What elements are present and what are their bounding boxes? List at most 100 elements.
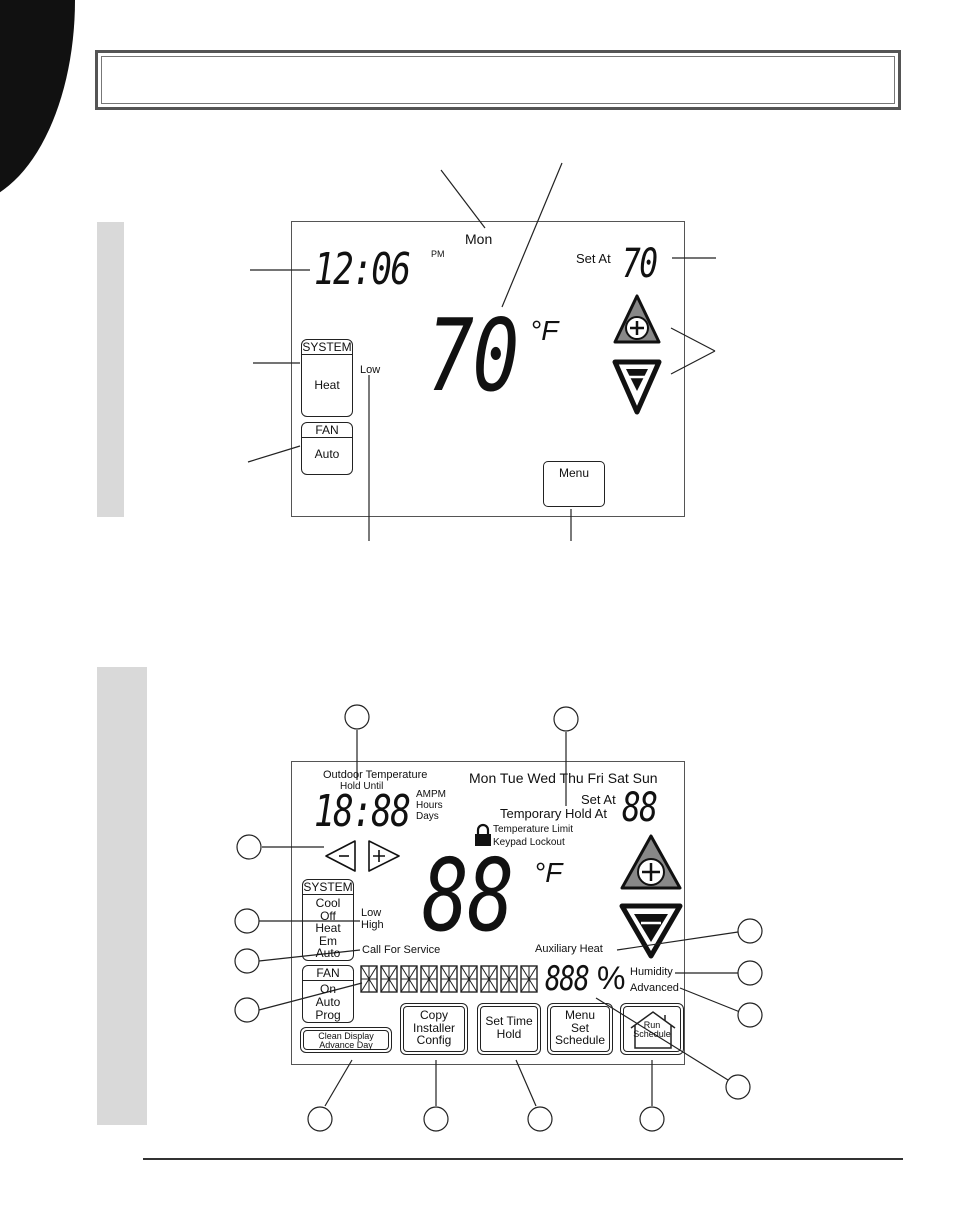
leader-fan: [247, 445, 301, 463]
title-box: [95, 50, 901, 110]
leader-clean-display: [324, 1059, 353, 1107]
advance-day-line: Advance Day: [319, 1040, 373, 1051]
menu-line: Menu: [564, 1008, 596, 1022]
set-time-hold-label: Set Time Hold: [478, 1015, 540, 1040]
callout-circle-arrows: [236, 834, 262, 860]
title-box-inner: [101, 56, 895, 104]
temporary-hold-at-label: Temporary Hold At: [500, 806, 607, 821]
ampm-indicator: AMPM: [416, 789, 446, 800]
up-down-arrows-bottom: [619, 834, 683, 959]
fan-speed-indicator: Low: [360, 364, 381, 376]
right-arrow-icon[interactable]: [368, 840, 400, 872]
plus-arrow-icon[interactable]: [620, 834, 682, 890]
callout-circle-copy: [423, 1106, 449, 1132]
leader-advanced: [679, 987, 741, 1013]
plus-arrow-icon[interactable]: [613, 294, 661, 344]
clean-display-label: Clean Display Advance Day: [301, 1031, 391, 1051]
text-display-digits: 888: [545, 959, 590, 999]
leader-day: [440, 169, 486, 229]
call-for-service-indicator: Call For Service: [362, 944, 441, 956]
installer-line: Installer: [412, 1020, 456, 1035]
fan-header: FAN: [302, 423, 352, 438]
config-line: Config: [416, 1033, 452, 1048]
menu-set-schedule-button[interactable]: Menu Set Schedule: [547, 1003, 613, 1055]
menu-set-schedule-label: Menu Set Schedule: [548, 1009, 612, 1047]
clock-display: 12:06: [314, 244, 411, 295]
system-header: SYSTEM: [303, 880, 353, 895]
leader-set-time: [515, 1059, 537, 1107]
set-at-value-all-segments: 88: [622, 785, 658, 831]
menu-label: Menu: [558, 466, 590, 480]
temperature-unit: °F: [530, 315, 559, 346]
leader-temperature: [501, 162, 563, 308]
auxiliary-heat-indicator: Auxiliary Heat: [535, 943, 603, 955]
leader-text-area: [258, 982, 363, 1011]
copy-installer-config-button[interactable]: Copy Installer Config: [400, 1003, 468, 1055]
ampm-indicator: PM: [431, 249, 445, 259]
callout-circle-humidity: [737, 960, 763, 986]
leader-percent: [595, 997, 729, 1081]
leader-call-for-service: [258, 949, 361, 962]
copy-line: Copy: [419, 1008, 448, 1022]
leader-minus: [670, 350, 716, 375]
set-at-label: Set At: [581, 792, 616, 807]
set-at-value: 70: [622, 241, 658, 287]
footer-rule: [143, 1158, 903, 1160]
up-down-arrows-top: [612, 294, 662, 415]
clock-display-all-segments: 18:88: [314, 786, 411, 837]
gray-strip-bottom: [97, 667, 147, 1125]
callout-circle-auxiliary-heat: [737, 918, 763, 944]
clean-display-button[interactable]: Clean Display Advance Day: [300, 1027, 392, 1053]
current-temperature: 70: [427, 297, 519, 414]
temperature-limit-label: Temperature Limit: [493, 824, 574, 835]
current-temperature-all-segments: 88: [422, 837, 514, 954]
schedule-line: Schedule: [554, 1033, 606, 1048]
percent-sign: %: [597, 960, 626, 996]
system-option-cool: Cool: [315, 896, 341, 910]
copy-installer-config-label: Copy Installer Config: [401, 1009, 467, 1047]
set-line: Set: [570, 1020, 589, 1035]
system-option-off: Off: [320, 908, 336, 923]
set-at-label: Set At: [576, 251, 611, 266]
fan-button[interactable]: FAN On Auto Prog: [302, 965, 354, 1023]
run-line: Run: [643, 1020, 661, 1030]
humidity-indicator: Humidity: [630, 966, 673, 978]
system-option-em: Em: [319, 933, 337, 948]
outdoor-temperature-label: Outdoor Temperature: [323, 769, 428, 781]
lock-icon: [475, 823, 491, 846]
callout-circle-text-area: [234, 997, 260, 1023]
days-indicator: Days: [416, 811, 439, 822]
minus-arrow-icon[interactable]: [612, 359, 662, 415]
set-time-hold-button[interactable]: Set Time Hold: [477, 1003, 541, 1055]
callout-circle-call-for-service: [234, 948, 260, 974]
callout-circle-set-time: [527, 1106, 553, 1132]
schedule-line: Schedule: [633, 1029, 671, 1040]
system-button[interactable]: SYSTEM Cool Off Heat Em Auto: [302, 879, 354, 961]
left-arrow-icon[interactable]: [325, 840, 356, 872]
fan-header: FAN: [303, 966, 353, 981]
thermostat-screen-bottom: Outdoor Temperature Hold Until Mon Tue W…: [291, 761, 685, 1065]
leader-plus: [670, 327, 716, 352]
fan-option-on: On: [319, 982, 336, 996]
hold-until-label: Hold Until: [340, 781, 384, 792]
advanced-indicator: Advanced: [630, 982, 679, 994]
fan-button[interactable]: FAN Auto: [301, 422, 353, 475]
system-option-auto: Auto: [315, 946, 341, 960]
system-header: SYSTEM: [302, 340, 352, 355]
hours-indicator: Hours: [416, 800, 443, 811]
fan-option-prog: Prog: [315, 1008, 341, 1022]
minus-arrow-icon[interactable]: [619, 903, 683, 959]
gray-strip-top: [97, 222, 124, 517]
menu-button[interactable]: Menu: [543, 461, 605, 507]
days-of-week: Mon Tue Wed Thu Fri Sat Sun: [469, 770, 658, 786]
day-indicator: Mon: [465, 231, 493, 247]
hold-line: Hold: [496, 1026, 522, 1041]
callout-circle-outdoor: [344, 704, 370, 730]
set-time-line: Set Time: [485, 1014, 533, 1028]
run-schedule-label: Run Schedule: [621, 1020, 683, 1040]
fan-value: Auto: [314, 447, 340, 461]
leader-auxiliary-heat: [616, 931, 739, 951]
fan-option-auto: Auto: [315, 995, 341, 1009]
system-button[interactable]: SYSTEM Heat: [301, 339, 353, 417]
